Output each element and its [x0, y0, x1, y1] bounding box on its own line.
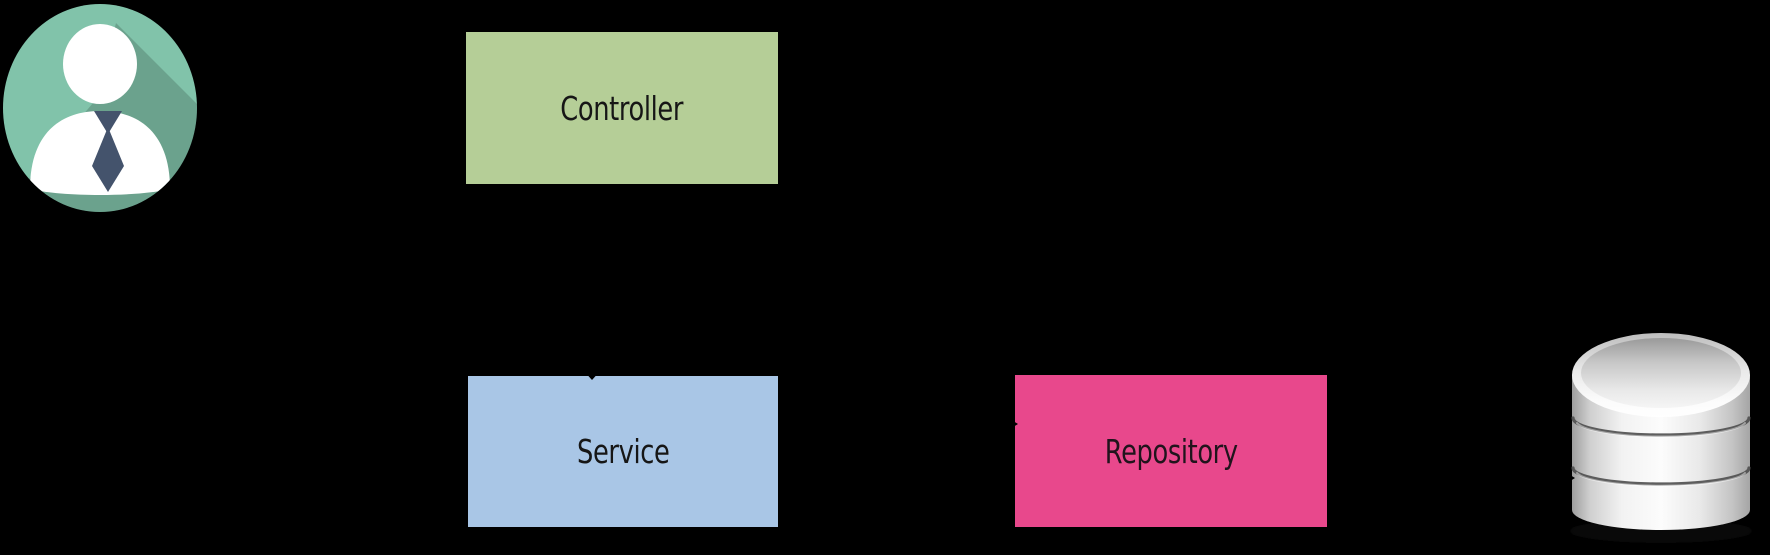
database-groove-2 — [1571, 466, 1751, 486]
database-groove-2-highlight — [1576, 472, 1746, 487]
controller-label: Controller — [560, 88, 684, 128]
controller-to-service-arrowhead-icon — [583, 370, 601, 380]
database-top-inner — [1581, 338, 1741, 408]
user-avatar-icon — [3, 4, 197, 212]
repository-node: Repository — [1015, 375, 1327, 527]
database-cylinder-body — [1572, 375, 1750, 530]
service-node: Service — [468, 376, 778, 527]
database-icon — [1570, 333, 1753, 543]
avatar-tie-knot — [94, 111, 122, 134]
database-groove-1-highlight — [1576, 422, 1746, 438]
database-groove-1 — [1571, 416, 1751, 437]
controller-node: Controller — [466, 32, 778, 184]
service-label: Service — [576, 432, 670, 471]
avatar-tie — [92, 127, 124, 192]
avatar-head — [63, 24, 137, 104]
repository-label: Repository — [1104, 431, 1238, 471]
